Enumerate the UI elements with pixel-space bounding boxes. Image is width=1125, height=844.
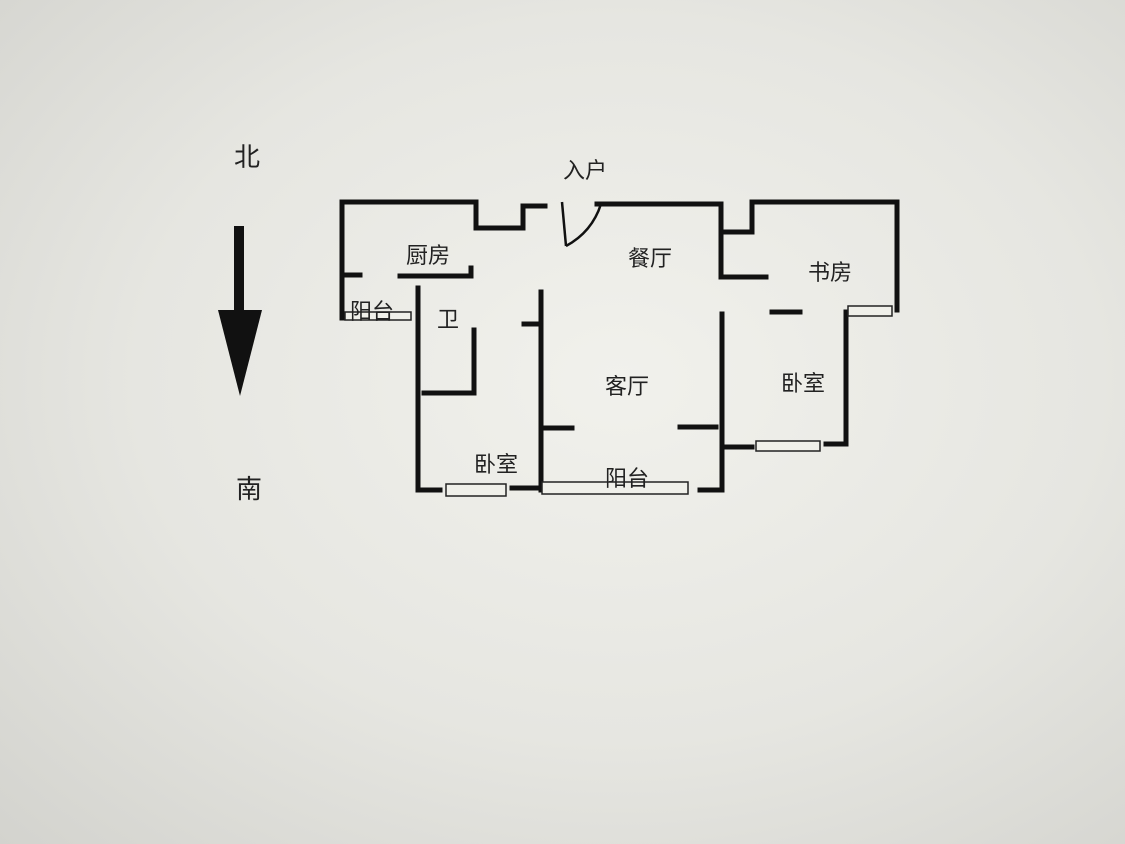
room-label-bedroom-south: 卧室 (473, 453, 519, 478)
wall-bedroom-east-east (823, 309, 849, 447)
window-balcony-west (344, 311, 412, 321)
room-label-living: 客厅 (604, 375, 650, 400)
wall-north-west (339, 199, 548, 231)
compass-north-label: 北 (233, 143, 261, 173)
window-study (847, 305, 893, 317)
room-label-study: 书房 (807, 261, 853, 286)
walls (339, 199, 900, 493)
wall-north-dining (594, 201, 769, 280)
window-bedroom-east (755, 440, 821, 452)
wall-bath-west (415, 285, 443, 493)
room-label-balcony-west: 阳台 (349, 300, 395, 325)
entrance-door-icon (560, 201, 603, 248)
room-label-entrance: 入户 (562, 159, 608, 184)
window-bedroom-south (445, 483, 507, 497)
room-label-balcony-south: 阳台 (604, 467, 650, 492)
room-label-kitchen: 厨房 (405, 244, 451, 269)
wall-kitchen-south (397, 265, 474, 279)
wall-study-north (719, 199, 900, 313)
compass-south-label: 南 (235, 475, 263, 505)
room-label-dining: 餐厅 (627, 247, 673, 272)
windows (344, 305, 893, 497)
window-balcony-south (541, 481, 689, 495)
compass-arrow-icon (218, 226, 262, 396)
wall-living-east (697, 311, 725, 493)
room-label-bedroom-east: 卧室 (780, 372, 826, 397)
room-label-bathroom: 卫 (436, 308, 460, 333)
